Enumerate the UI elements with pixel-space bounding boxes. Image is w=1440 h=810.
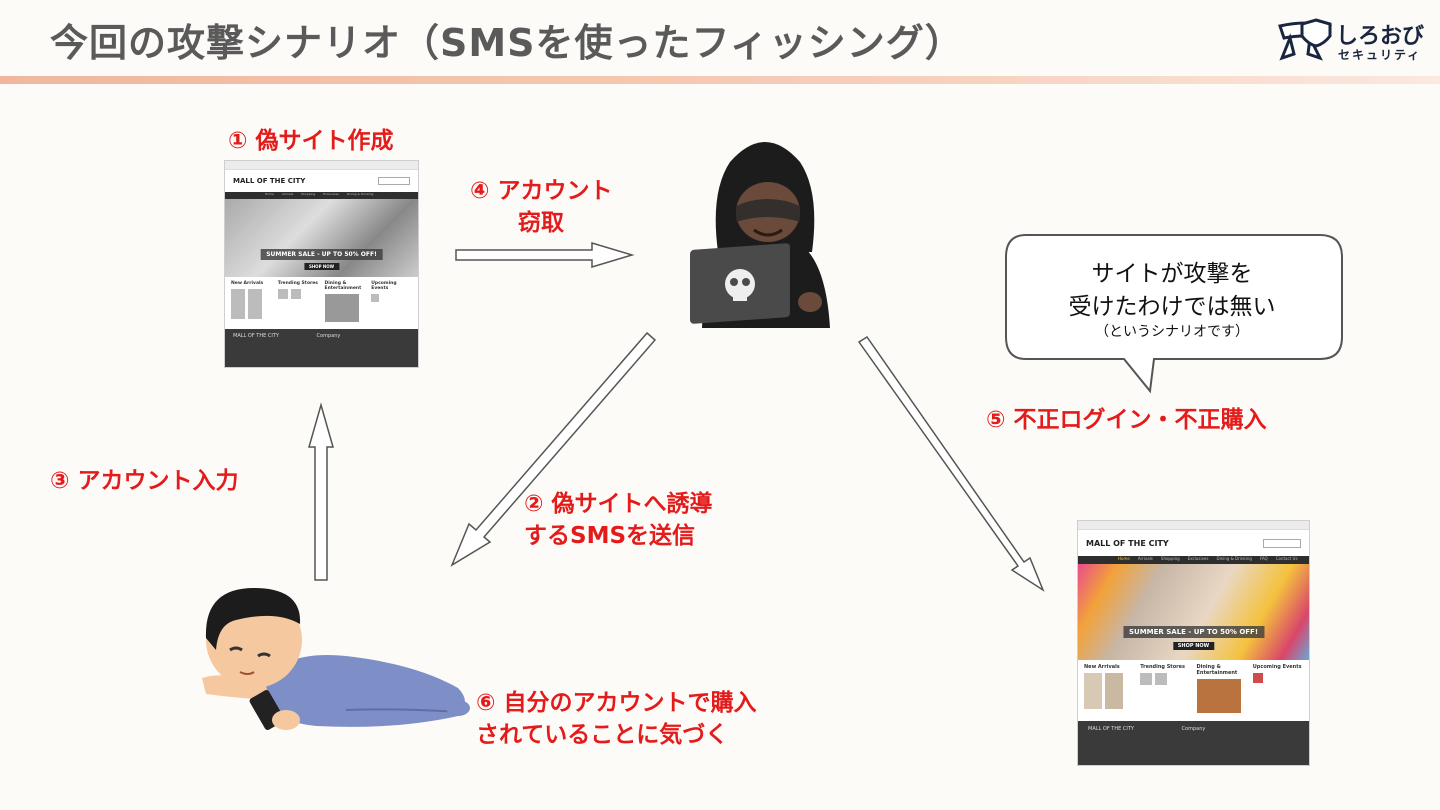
step4-label-line2: 窃取 bbox=[518, 210, 564, 236]
step6-label-line1: ⑥ 自分のアカウントで購入 bbox=[476, 690, 757, 716]
step6-label-line2: されていることに気づく bbox=[476, 722, 729, 748]
page-title: 今回の攻撃シナリオ（SMSを使ったフィッシング） bbox=[50, 21, 964, 65]
step2-label-line1: ② 偽サイトへ誘導 bbox=[524, 491, 713, 517]
arrow-step3 bbox=[308, 402, 334, 581]
site-search-icon bbox=[1263, 538, 1301, 548]
site-columns: New Arrivals Trending Stores Dining & En… bbox=[225, 277, 418, 326]
site-brand: MALL OF THE CITY bbox=[233, 177, 306, 185]
site-shop-button: SHOP NOW bbox=[303, 263, 340, 270]
browser-chrome bbox=[225, 161, 418, 170]
step5-label: ⑤ 不正ログイン・不正購入 bbox=[986, 407, 1267, 433]
browser-chrome bbox=[1078, 521, 1309, 530]
site-banner: SUMMER SALE - UP TO 50% OFF! bbox=[1122, 626, 1265, 638]
logo-text: しろおび bbox=[1336, 24, 1425, 49]
arrow-step2 bbox=[450, 331, 657, 567]
bubble-line1: サイトが攻撃を bbox=[1091, 261, 1253, 287]
step1-label: ① 偽サイト作成 bbox=[228, 128, 394, 154]
site-footer: MALL OF THE CITY Company bbox=[225, 329, 418, 367]
bubble-line3: （というシナリオです） bbox=[1095, 324, 1249, 340]
logo-subtext: セキュリティ bbox=[1338, 48, 1422, 62]
speech-bubble bbox=[1005, 234, 1343, 394]
site-hero: SUMMER SALE - UP TO 50% OFF! SHOP NOW bbox=[225, 199, 418, 277]
site-banner: SUMMER SALE - UP TO 50% OFF! bbox=[260, 249, 383, 260]
bubble-line2: 受けたわけでは無い bbox=[1068, 294, 1276, 320]
victim-icon bbox=[202, 588, 470, 730]
shiroobi-logo-icon bbox=[1278, 18, 1332, 61]
site-columns: New Arrivals Trending Stores Dining & En… bbox=[1078, 660, 1309, 717]
site-shop-button: SHOP NOW bbox=[1172, 642, 1215, 650]
title-underline bbox=[0, 76, 1440, 84]
step3-label: ③ アカウント入力 bbox=[50, 468, 239, 494]
site-footer: MALL OF THE CITY Company bbox=[1078, 721, 1309, 765]
site-search-icon bbox=[378, 177, 410, 185]
site-brand: MALL OF THE CITY bbox=[1086, 538, 1169, 548]
site-hero: SUMMER SALE - UP TO 50% OFF! SHOP NOW bbox=[1078, 564, 1309, 660]
arrow-step4 bbox=[455, 241, 635, 269]
hacker-icon bbox=[690, 142, 830, 328]
arrow-step5 bbox=[857, 335, 1045, 592]
step2-label-line2: するSMSを送信 bbox=[524, 523, 696, 549]
step4-label-line1: ④ アカウント bbox=[470, 178, 613, 204]
